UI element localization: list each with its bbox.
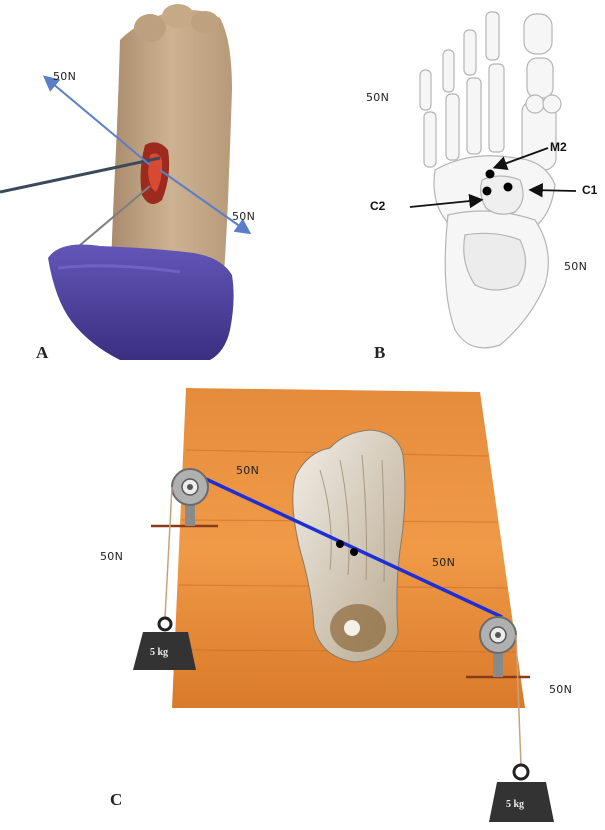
weight-label-left: 5 kg: [150, 647, 168, 658]
bone-label-m2: M2: [550, 140, 567, 154]
weight-icon: [489, 765, 554, 822]
panel-letter-c: C: [110, 790, 122, 810]
cable-anchor-2: [350, 548, 358, 556]
bone-label-c2: C2: [370, 199, 385, 213]
panel-a-photo: 50N 50N A: [0, 0, 300, 370]
panel-b-skeleton: 50N 50N M2 C1 C2 B: [300, 0, 605, 370]
force-label-c-right-hang: 50N: [549, 683, 572, 696]
purple-glove: [48, 245, 234, 361]
panel-letter-b: B: [374, 343, 385, 363]
panel-letter-a: A: [36, 343, 48, 363]
cable-anchor-1: [336, 540, 344, 548]
leader-c1: [532, 190, 576, 191]
marker-c2: [483, 187, 492, 196]
force-label-a-top: 50N: [53, 70, 76, 83]
foot-skeleton-illustration: [300, 0, 605, 370]
bone-label-c1: C1: [582, 183, 597, 197]
force-label-c-left-hang: 50N: [100, 550, 123, 563]
foot-photo-illustration: [0, 0, 300, 370]
force-label-b-bottom-right: 50N: [564, 260, 587, 273]
loading-rig-illustration: 5 kg 5 kg: [0, 370, 605, 825]
marker-m2: [486, 170, 495, 179]
panel-c-test-rig: 5 kg 5 kg 50N 50N 50N 50N C: [0, 370, 605, 825]
force-label-c-mid-rope: 50N: [432, 556, 455, 569]
force-label-c-top-rope: 50N: [236, 464, 259, 477]
force-label-a-right: 50N: [232, 210, 255, 223]
marker-c1: [504, 183, 513, 192]
force-label-b-left: 50N: [366, 91, 389, 104]
weight-label-right: 5 kg: [506, 799, 524, 810]
